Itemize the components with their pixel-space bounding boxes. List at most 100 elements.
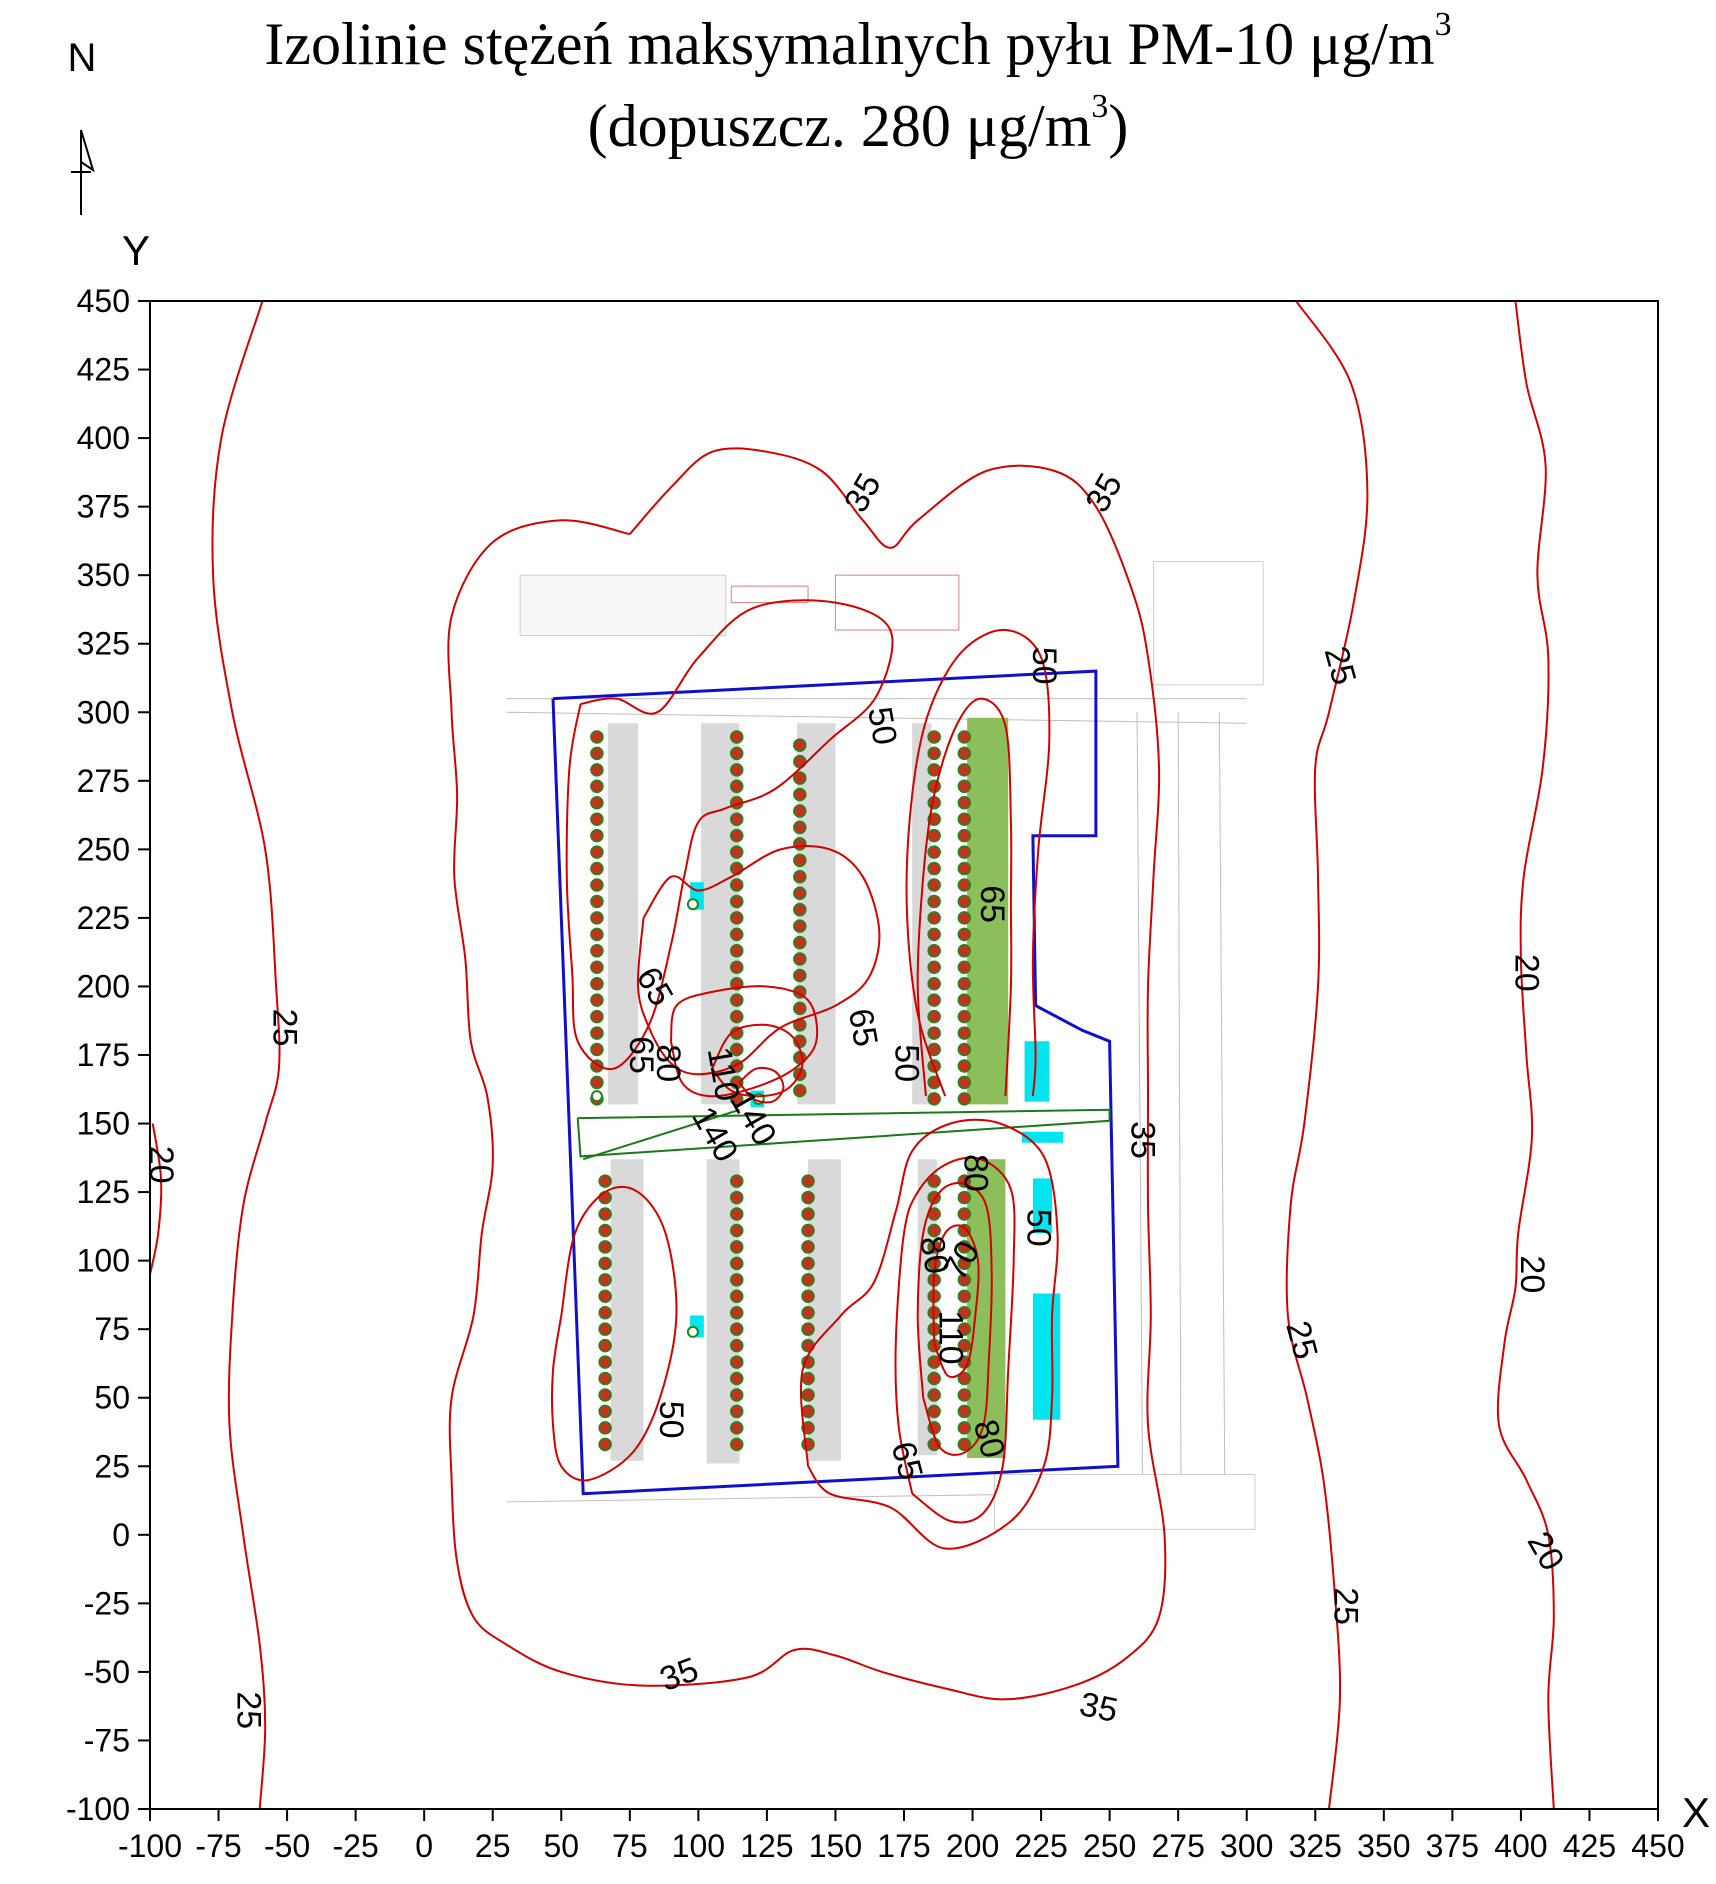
emitter-point: [957, 1338, 972, 1353]
isoline-35: [447, 447, 1167, 1701]
emitter-point: [729, 1338, 744, 1353]
emitter-point: [927, 1223, 941, 1238]
x-tick-label: 150: [809, 1828, 862, 1864]
x-tick-label: 250: [1083, 1828, 1136, 1864]
emitter-point: [957, 779, 972, 794]
emitter-point: [957, 1075, 972, 1090]
emitter-point: [957, 927, 972, 942]
emitter-point: [590, 1009, 604, 1024]
emitter-point: [957, 944, 972, 958]
emitter-point: [598, 1322, 612, 1336]
property-boundary: [551, 669, 1120, 1496]
emitter-point: [927, 861, 941, 876]
ventilator-point: [590, 1090, 603, 1103]
emitter-point: [598, 1437, 612, 1452]
x-tick-label: 350: [1357, 1828, 1410, 1864]
x-tick-label: -75: [195, 1828, 241, 1864]
x-tick-label: 0: [415, 1828, 433, 1864]
emitter-point: [729, 779, 744, 794]
emitter-point: [957, 1207, 972, 1221]
emitter-point: [957, 878, 972, 892]
x-tick-label: 175: [877, 1828, 930, 1864]
y-tick-label: 450: [77, 283, 130, 319]
map-title: Izolinie stężeń maksymalnych pyłu PM-10 …: [0, 8, 1716, 75]
emitter-point: [590, 1026, 604, 1040]
isoline-110: [711, 1023, 804, 1098]
x-axis-label: X: [1682, 1789, 1710, 1836]
y-tick-label: 200: [77, 968, 130, 1004]
y-tick-label: 50: [94, 1380, 130, 1416]
emitter-point: [729, 878, 744, 892]
emitter-point: [957, 1190, 972, 1205]
emitter-point: [729, 1404, 744, 1419]
emitter-point: [729, 894, 744, 909]
isoline-label: 110: [932, 1310, 970, 1364]
isoline-65: [916, 697, 1013, 1097]
y-tick-label: 0: [112, 1517, 130, 1553]
subtitle-close: ): [1108, 93, 1129, 159]
emitter-point: [590, 779, 604, 794]
emitter-point: [590, 1075, 604, 1090]
emitter-point: [927, 927, 941, 942]
plot-inner: [150, 301, 1555, 1809]
emitter-point: [729, 911, 744, 925]
basemap-line: [506, 711, 1247, 724]
ventilator-point: [686, 1325, 699, 1338]
isoline-label: 25: [1317, 642, 1363, 688]
tank-object: [1032, 1178, 1053, 1234]
emitter-point: [598, 1256, 612, 1271]
map-subtitle: (dopuszcz. 280 μg/m3): [0, 90, 1716, 159]
emitter-point: [793, 902, 807, 917]
isoline-label: 110: [700, 1044, 747, 1104]
isoline-label: 65: [973, 885, 1011, 923]
emitter-point: [729, 1388, 744, 1402]
subtitle-text: (dopuszcz. 280 μg/m: [587, 93, 1092, 159]
emitter-point: [598, 1305, 612, 1320]
emitter-point: [927, 1026, 941, 1040]
emitter-point: [801, 1289, 815, 1304]
y-tick-label: 350: [77, 557, 130, 593]
emitter-point: [598, 1190, 612, 1205]
emitter-point: [927, 1388, 941, 1402]
emitter-point: [927, 746, 941, 761]
emitter-point: [793, 837, 807, 851]
y-tick-label: -75: [84, 1722, 130, 1758]
emitter-point: [590, 944, 604, 958]
y-tick-label: 175: [77, 1037, 130, 1073]
y-tick-label: 300: [77, 694, 130, 730]
emitter-point: [801, 1207, 815, 1221]
isoline-50: [799, 1118, 1059, 1550]
emitter-point: [957, 1240, 972, 1254]
existing-building: [701, 723, 740, 1105]
y-tick-label: 25: [94, 1448, 130, 1484]
y-tick-label: 375: [77, 489, 130, 525]
x-tick-label: 200: [946, 1828, 999, 1864]
isoline-label: 50: [860, 704, 904, 748]
x-tick-label: 100: [672, 1828, 725, 1864]
emitter-point: [793, 771, 807, 785]
emitter-point: [729, 1190, 744, 1205]
emitter-point: [598, 1338, 612, 1353]
emitter-point: [927, 993, 941, 1007]
x-tick-label: 400: [1494, 1828, 1547, 1864]
emitter-point: [927, 911, 941, 925]
isoline-140: [738, 1066, 785, 1104]
emitter-point: [729, 1174, 744, 1188]
ventilator-point: [686, 898, 699, 911]
emitter-point: [957, 976, 972, 991]
emitter-point: [793, 935, 807, 950]
emitter-point: [957, 1437, 972, 1452]
emitter-point: [957, 845, 972, 859]
isoline-20: [1496, 301, 1555, 1809]
isoline-25: [211, 301, 281, 1809]
emitter-point: [590, 878, 604, 892]
isoline-label: 80: [956, 1154, 994, 1192]
emitter-point: [598, 1240, 612, 1254]
emitter-point: [801, 1256, 815, 1271]
x-tick-label: -100: [118, 1828, 182, 1864]
x-tick-label: 50: [543, 1828, 579, 1864]
emitter-point: [957, 1305, 972, 1320]
isoline-80: [669, 985, 819, 1098]
emitter-point: [590, 960, 604, 975]
